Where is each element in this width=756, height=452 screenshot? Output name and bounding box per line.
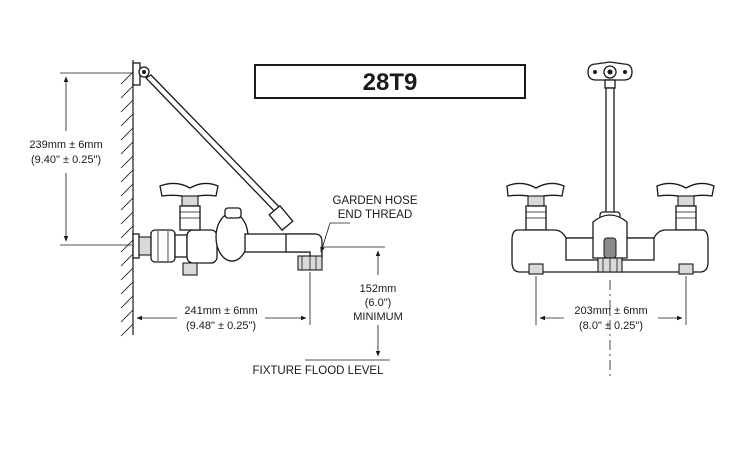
- centers-in: (8.0" ± 0.25"): [579, 320, 643, 332]
- wall: [120, 60, 134, 337]
- dimension-centers: 203mm ± 6mm (8.0" ± 0.25"): [535, 276, 687, 332]
- handle-side: [159, 182, 219, 276]
- projection-mm: 241mm ± 6mm: [184, 305, 257, 317]
- front-handle-left: [506, 182, 565, 231]
- dimension-projection: 241mm ± 6mm (9.48" ± 0.25"): [136, 272, 311, 332]
- dimension-flood-clearance: 152mm (6.0") MINIMUM: [323, 246, 403, 357]
- model-number: 28T9: [363, 69, 418, 96]
- valve-body-side: [186, 207, 323, 271]
- front-wall-bracket: [587, 61, 633, 89]
- flood-level-label: FIXTURE FLOOD LEVEL: [252, 365, 384, 377]
- front-handle-right: [656, 182, 715, 231]
- centers-mm: 203mm ± 6mm: [574, 305, 647, 317]
- clearance-note: MINIMUM: [353, 311, 403, 323]
- bracket-height-mm: 239mm ± 6mm: [29, 139, 102, 151]
- inlet-fitting: [132, 229, 188, 263]
- dimension-bracket-height: 239mm ± 6mm (9.40" ± 0.25"): [29, 72, 132, 246]
- side-view: 239mm ± 6mm (9.40" ± 0.25") 241mm ± 6mm …: [29, 60, 418, 377]
- front-support-rod: [599, 87, 621, 227]
- support-rod: [144, 74, 294, 232]
- front-view: 203mm ± 6mm (8.0" ± 0.25"): [506, 61, 715, 380]
- flood-level-line: FIXTURE FLOOD LEVEL: [252, 359, 390, 377]
- front-valve-body: [511, 214, 709, 275]
- hose-note-line2: END THREAD: [338, 209, 413, 221]
- garden-hose-callout: GARDEN HOSE END THREAD: [320, 195, 418, 253]
- model-title-box: 28T9: [254, 64, 526, 99]
- bracket-height-in: (9.40" ± 0.25"): [31, 154, 101, 166]
- clearance-in: (6.0"): [365, 297, 392, 309]
- hose-note-line1: GARDEN HOSE: [333, 195, 418, 207]
- clearance-mm: 152mm: [360, 283, 397, 295]
- wall-bracket: [132, 62, 150, 86]
- projection-in: (9.48" ± 0.25"): [186, 320, 256, 332]
